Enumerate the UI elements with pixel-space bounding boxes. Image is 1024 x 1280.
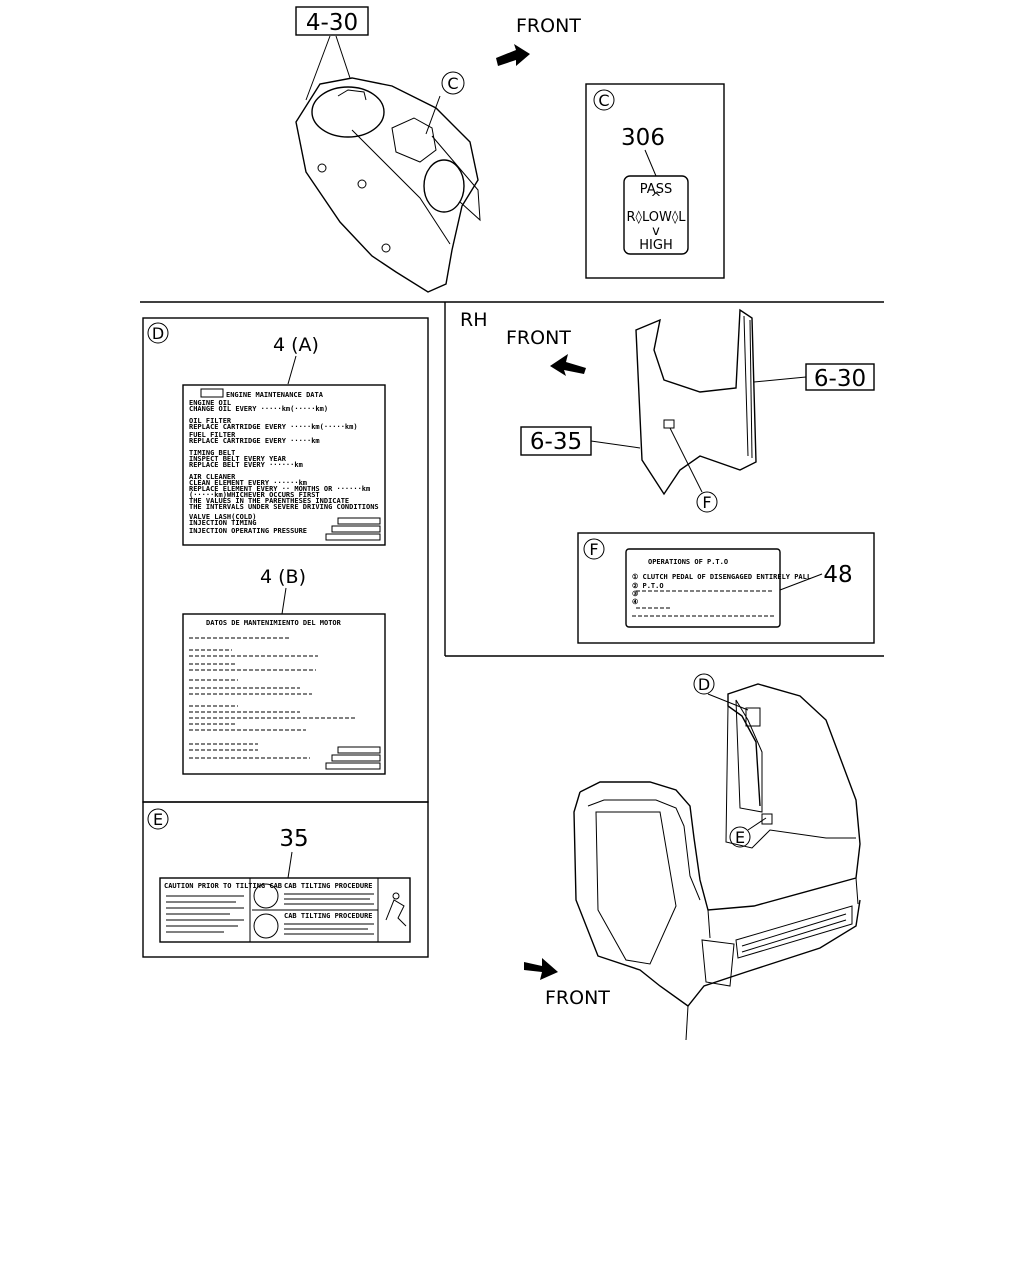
switch-pass-text: PASS [640, 182, 672, 197]
switch-high-text: HIGH [639, 238, 672, 253]
part-ref-4b: 4 (B) [260, 566, 306, 588]
label-48-line-3: ④ [632, 598, 638, 606]
label-4a-line-14: THE INTERVALS UNDER SEVERE DRIVING CONDI… [189, 503, 379, 511]
label-4a-line-5: REPLACE CARTRIDGE EVERY ·····km [189, 437, 320, 445]
label-4a-line-8: REPLACE BELT EVERY ······km [189, 461, 303, 469]
label-48-title: OPERATIONS OF P.T.O [648, 558, 728, 566]
part-number-48: 48 [823, 562, 852, 588]
callout-c-circle [441, 71, 465, 95]
label-4a-line-16: INJECTION TIMING [189, 519, 256, 527]
part-ref-6-35: 6-35 [530, 429, 582, 455]
panel-d-id: D [152, 324, 164, 343]
svg-text:v: v [652, 224, 660, 239]
label-4a-line-7: INSPECT BELT EVERY YEAR [189, 455, 287, 463]
part-ref-box-4-30 [295, 6, 369, 36]
label-4a-line-10: CLEAN ELEMENT EVERY ······km [189, 479, 307, 487]
inset-f-id: F [589, 540, 598, 559]
label-4a-line-13: THE VALUES IN THE PARENTHESES INDICATE [189, 497, 349, 505]
label-4a-line-1: CHANGE OIL EVERY ·····km(·····km) [189, 405, 328, 413]
part-ref-4a: 4 (A) [273, 334, 319, 356]
dimmer-switch-label [623, 175, 689, 255]
inset-f: F OPERATIONS OF P.T.O ① CLUTCH PEDAL OF … [577, 532, 875, 644]
front-arrow-rh [550, 354, 586, 376]
callout-d: D [698, 675, 710, 694]
front-arrow-bottom [524, 958, 558, 980]
label-4a-line-2: OIL FILTER [189, 417, 232, 425]
label-4a-line-6: TIMING BELT [189, 449, 235, 457]
label-35-caution: CAUTION PRIOR TO TILTING CAB [164, 882, 282, 890]
callout-c: C [447, 74, 458, 93]
truck-cab-drawing: D E [573, 673, 861, 1041]
panel-e: E 35 CAUTION PRIOR TO TILTING CAB CAB TI… [142, 801, 429, 958]
label-4a-line-12: (·····km)WHICHEVER OCCURS FIRST [189, 491, 320, 499]
svg-text:^: ^ [651, 191, 662, 206]
part-number-35: 35 [279, 826, 308, 852]
front-label-rh: FRONT [506, 327, 571, 349]
label-4a-line-9: AIR CLEANER [189, 473, 236, 481]
inset-c-id: C [598, 91, 609, 110]
label-4b-lines [189, 637, 356, 759]
front-arrow-top [496, 44, 530, 66]
switch-mid-text: R◊LOW◊L [627, 210, 687, 225]
label-4a-line-3: REPLACE CARTRIDGE EVERY ·····km(·····km) [189, 423, 358, 431]
front-label-bottom: FRONT [545, 987, 610, 1009]
panel-rh: RH FRONT 6-30 6-35 F [444, 302, 884, 657]
label-4a-line-0: ENGINE OIL [189, 399, 231, 407]
label-4a-line-11: REPLACE ELEMENT EVERY ·· MONTHS OR ·····… [189, 485, 370, 493]
callout-f: F [702, 493, 711, 512]
part-ref-4-30: 4-30 [306, 10, 358, 36]
label-4a-line-17: INJECTION OPERATING PRESSURE [189, 527, 307, 535]
label-4a-line-4: FUEL FILTER [189, 431, 236, 439]
label-48 [625, 548, 781, 628]
label-35-section2: CAB TILTING PROCEDURE [284, 912, 373, 920]
panel-e-id: E [153, 810, 163, 829]
panel-d: D 4 (A) ENGINE MAINTENANCE DATA ENGINE O… [142, 317, 429, 803]
callout-e: E [735, 828, 745, 847]
label-4b-title: DATOS DE MANTENIMIENTO DEL MOTOR [206, 619, 342, 627]
label-35-section1: CAB TILTING PROCEDURE [284, 882, 373, 890]
label-48-line-1: ② P.T.O [632, 582, 664, 590]
combination-switch-drawing: 4-30 C [295, 6, 481, 293]
label-4a [182, 384, 386, 546]
label-48-line-2: ③ [632, 590, 638, 598]
label-35 [159, 877, 411, 943]
inset-c: C 306 PASS ^ R◊LOW◊L v HIGH [585, 83, 725, 279]
part-number-306: 306 [621, 125, 665, 151]
panel-rh-title: RH [460, 309, 488, 331]
label-4b [182, 613, 386, 775]
label-4a-title: ENGINE MAINTENANCE DATA [226, 391, 324, 399]
label-48-lines: ① CLUTCH PEDAL OF DISENGAGED ENTIRELY PA… [632, 573, 811, 606]
label-48-line-0: ① CLUTCH PEDAL OF DISENGAGED ENTIRELY PA… [632, 573, 811, 581]
label-4a-line-15: VALVE LASH(COLD) [189, 513, 256, 521]
part-ref-6-30: 6-30 [814, 366, 866, 392]
cab-side-panel [635, 308, 757, 496]
front-label-top: FRONT [516, 15, 581, 37]
